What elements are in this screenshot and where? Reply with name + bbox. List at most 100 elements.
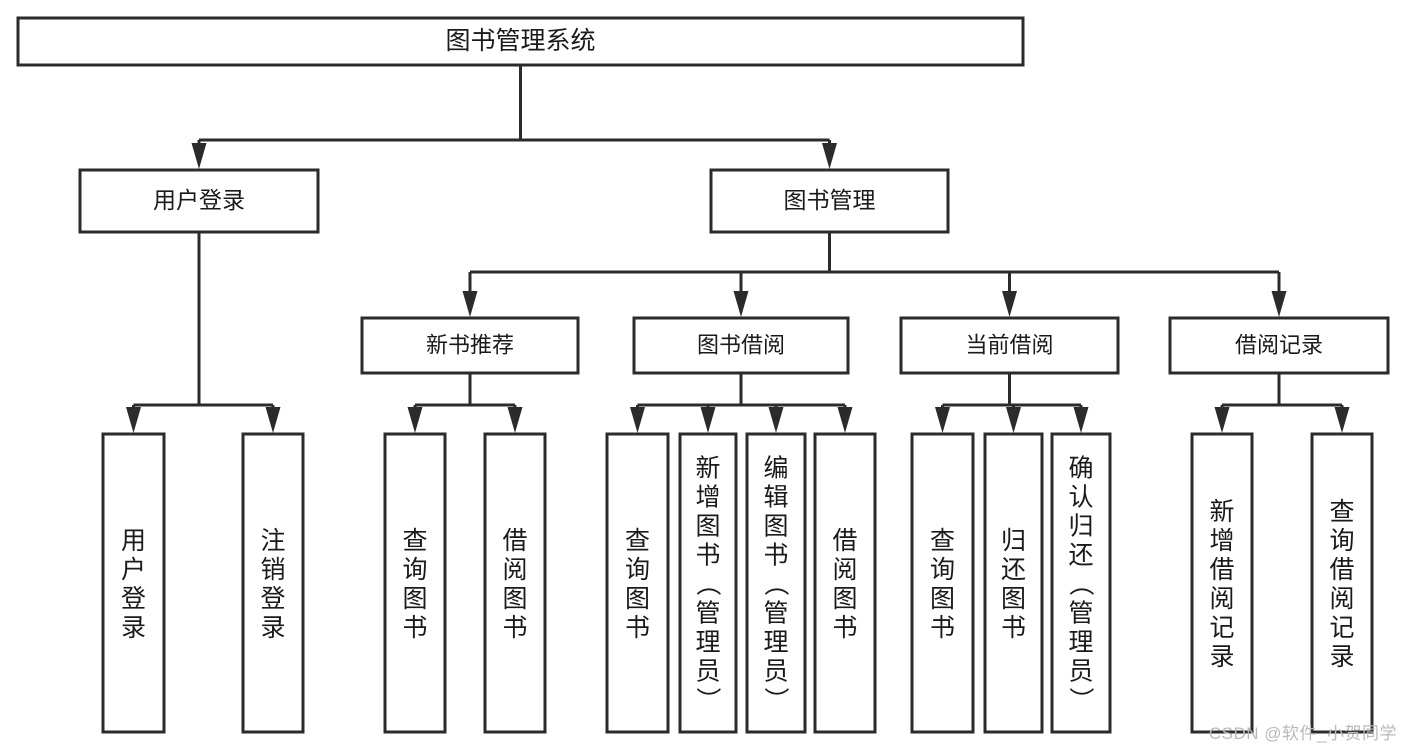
node-label-user-login: 用户登录 <box>153 187 245 213</box>
arrow-head-leaf-query-book <box>630 407 645 433</box>
node-box-leaf-query-record <box>1310 432 1374 734</box>
node-box-leaf-user-login <box>101 432 166 734</box>
node-label-leaf-return-book-char-2: 图 <box>1001 585 1026 613</box>
node-label-leaf-user-logout-char-3: 录 <box>260 614 285 642</box>
connector-group-user-login <box>126 232 281 433</box>
arrow-head-leaf-user-login <box>126 407 141 433</box>
node-label-leaf-return-book-char-0: 归 <box>1001 527 1026 555</box>
node-label-leaf-return-book-char-1: 还 <box>1001 556 1026 584</box>
node-label-leaf-query-record-char-3: 阅 <box>1329 585 1354 613</box>
node-box-leaf-return-book <box>983 432 1044 734</box>
node-label-leaf-query-record-char-5: 录 <box>1329 643 1354 671</box>
node-box-leaf-query-book-cur <box>910 432 975 734</box>
arrow-head-leaf-query-record <box>1334 407 1350 433</box>
node-box-leaf-borrow-book <box>813 432 877 734</box>
node-label-leaf-query-book-char-1: 询 <box>625 556 650 584</box>
node-label-leaf-add-book-char-1: 增 <box>695 483 720 511</box>
node-user-login[interactable]: 用户登录 <box>78 168 320 234</box>
node-current-borrow[interactable]: 当前借阅 <box>899 316 1120 375</box>
node-label-leaf-return-book-char-3: 书 <box>1001 614 1026 642</box>
node-label-leaf-borrow-book-char-3: 书 <box>832 614 857 642</box>
connector-group-current-borrow <box>935 373 1089 433</box>
node-label-leaf-add-book-char-3: 书 <box>695 541 720 569</box>
node-label-leaf-query-record-char-0: 查 <box>1329 498 1354 526</box>
node-box-new-book-rec <box>360 316 580 375</box>
node-label-leaf-query-book-cur-char-1: 询 <box>930 556 955 584</box>
arrow-head-borrow-record <box>1271 291 1287 317</box>
node-label-leaf-add-book-char-6: 理 <box>695 628 720 656</box>
node-borrow-record[interactable]: 借阅记录 <box>1168 316 1390 375</box>
node-box-book-manage <box>709 168 950 234</box>
node-label-leaf-confirm-return-char-1: 认 <box>1068 483 1093 511</box>
node-book-borrow[interactable]: 图书借阅 <box>632 316 850 375</box>
node-label-leaf-query-book-cur-char-2: 图 <box>930 585 955 613</box>
node-label-leaf-query-book-cur-char-0: 查 <box>930 527 955 555</box>
node-label-leaf-confirm-return-char-5: 管 <box>1068 599 1093 627</box>
arrow-head-user-login <box>191 143 207 169</box>
arrow-head-leaf-query-book-cur <box>935 407 950 433</box>
node-label-new-book-rec: 新书推荐 <box>426 332 514 357</box>
node-label-leaf-confirm-return-char-2: 归 <box>1068 512 1093 540</box>
arrow-head-leaf-edit-book <box>768 407 784 433</box>
node-box-leaf-query-book-rec <box>383 432 447 734</box>
arrow-head-leaf-borrow-book <box>837 407 853 433</box>
node-root[interactable]: 图书管理系统 <box>16 16 1025 67</box>
node-label-leaf-query-book-cur-char-3: 书 <box>930 614 955 642</box>
node-label-leaf-edit-book-char-1: 辑 <box>763 483 788 511</box>
arrow-head-leaf-query-book-rec <box>407 407 423 433</box>
node-box-leaf-borrow-book-rec <box>483 432 547 734</box>
node-label-leaf-borrow-book-rec-char-3: 书 <box>502 614 527 642</box>
node-label-leaf-edit-book-char-6: 理 <box>763 628 788 656</box>
node-label-leaf-user-login-char-3: 录 <box>121 614 146 642</box>
node-label-leaf-query-record-char-2: 借 <box>1329 556 1354 584</box>
node-label-leaf-edit-book-char-0: 编 <box>763 454 788 482</box>
node-label-leaf-query-book-rec-char-0: 查 <box>402 527 427 555</box>
node-label-leaf-query-book-rec-char-3: 书 <box>402 614 427 642</box>
node-book-manage[interactable]: 图书管理 <box>709 168 950 234</box>
node-label-leaf-user-logout-char-0: 注 <box>260 527 285 555</box>
arrow-head-leaf-confirm-return <box>1073 407 1089 433</box>
connector-layer <box>126 65 1350 433</box>
node-label-leaf-edit-book-char-8: ） <box>761 687 789 712</box>
arrow-head-book-borrow <box>733 291 749 317</box>
node-label-book-manage: 图书管理 <box>784 187 876 213</box>
node-leaf-user-login[interactable]: 用户登录 <box>101 432 166 734</box>
arrow-head-leaf-add-book <box>700 407 716 433</box>
connector-group-root <box>191 65 837 169</box>
node-label-leaf-user-login-char-2: 登 <box>121 585 146 613</box>
node-box-root <box>16 16 1025 67</box>
node-label-leaf-confirm-return-char-0: 确 <box>1068 454 1093 482</box>
node-label-leaf-add-record-char-0: 新 <box>1209 498 1234 526</box>
node-label-leaf-user-login-char-1: 户 <box>121 556 146 584</box>
node-box-leaf-query-book <box>605 432 670 734</box>
node-label-leaf-user-logout-char-2: 登 <box>260 585 285 613</box>
node-box-user-login <box>78 168 320 234</box>
node-label-leaf-add-record-char-4: 记 <box>1209 614 1234 642</box>
node-label-leaf-borrow-book-char-0: 借 <box>832 527 857 555</box>
node-label-leaf-user-login-char-0: 用 <box>121 527 146 555</box>
arrow-head-leaf-add-record <box>1214 407 1230 433</box>
node-box-leaf-confirm-return <box>1050 432 1112 734</box>
node-box-leaf-add-book <box>678 432 738 734</box>
arrow-head-leaf-return-book <box>1006 407 1021 433</box>
arrow-head-new-book-rec <box>462 291 478 317</box>
node-label-current-borrow: 当前借阅 <box>965 332 1053 357</box>
node-label-leaf-edit-book-char-4: （ <box>761 571 789 596</box>
node-label-leaf-add-book-char-2: 图 <box>695 512 720 540</box>
arrow-head-leaf-user-logout <box>265 407 281 433</box>
node-label-leaf-confirm-return-char-4: （ <box>1066 571 1094 596</box>
node-new-book-rec[interactable]: 新书推荐 <box>360 316 580 375</box>
